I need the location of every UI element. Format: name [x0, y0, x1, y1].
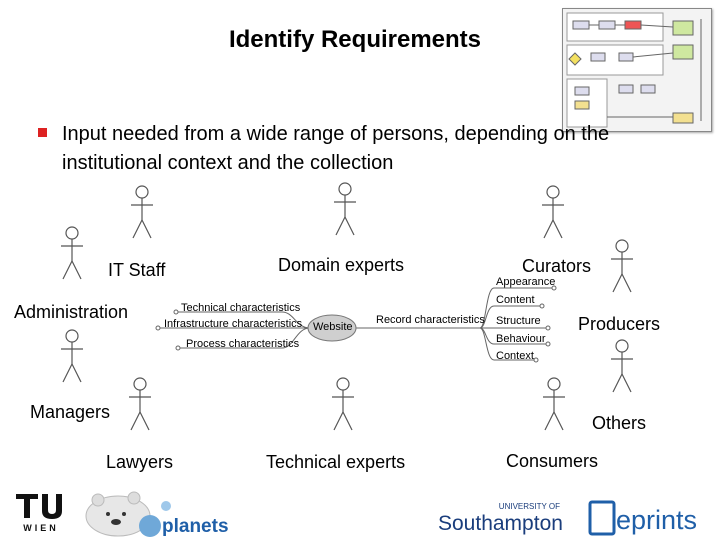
slide-title: Identify Requirements [228, 26, 482, 53]
mindmap-right-item: Appearance [496, 276, 556, 288]
eprints-logo-graphic: eprints [588, 500, 697, 536]
southampton-logo-graphic: UNIVERSITY OF Southampton [438, 502, 563, 535]
mindmap-left-branches [155, 309, 311, 351]
actor-technical-experts-icon [331, 377, 355, 431]
actor-domain-experts-icon [333, 182, 357, 236]
actor-label-consumers: Consumers [506, 451, 599, 471]
actor-label-others: Others [592, 413, 647, 433]
planets-logo: planets [84, 488, 240, 538]
mindmap-left-item: Infrastructure characteristics [164, 318, 303, 330]
actor-label-curators: Curators [522, 256, 592, 276]
eprints-logo-text: eprints [616, 505, 697, 535]
actor-others-icon [610, 339, 634, 393]
mindmap-right-item: Context [496, 350, 534, 362]
southampton-logo-small-text: UNIVERSITY OF [499, 502, 560, 511]
tu-wien-logo: WIEN [12, 492, 70, 534]
mindmap-right-item: Content [496, 294, 535, 306]
actor-administration-icon [60, 226, 84, 280]
actor-consumers-icon [542, 377, 566, 431]
actor-label-domain-experts: Domain experts [278, 255, 405, 275]
eprints-logo: eprints [588, 496, 700, 538]
actor-it-staff-icon [130, 185, 154, 239]
actor-curators-icon [541, 185, 565, 239]
bullet-text: Input needed from a wide range of person… [62, 123, 610, 174]
mindmap-left-item: Process characteristics [186, 338, 300, 350]
actor-managers-icon [60, 329, 84, 383]
planets-logo-graphic: planets [85, 491, 229, 537]
actor-lawyers-icon [128, 377, 152, 431]
southampton-logo-text: Southampton [438, 512, 563, 535]
actor-label-technical-experts: Technical experts [266, 452, 406, 472]
workflow-thumbnail-graphic [566, 12, 702, 128]
workflow-thumbnail [562, 8, 712, 132]
mindmap-center-node [307, 314, 357, 342]
bullet-square-icon [38, 128, 47, 137]
mindmap-right-item: Structure [496, 315, 541, 327]
actor-label-managers: Managers [30, 402, 111, 422]
actor-producers-icon [610, 239, 634, 293]
actor-label-producers: Producers [578, 314, 661, 334]
actor-label-it-staff: IT Staff [108, 260, 166, 280]
planets-logo-text: planets [162, 516, 229, 537]
actor-label-lawyers: Lawyers [106, 452, 174, 472]
tu-wien-logo-graphic: WIEN [12, 492, 70, 534]
mindmap-right-item: Behaviour [496, 333, 546, 345]
mindmap-right-main: Record characteristics [376, 314, 485, 326]
actor-label-administration: Administration [14, 302, 129, 322]
tu-wien-logo-text: WIEN [23, 523, 59, 533]
southampton-logo: UNIVERSITY OF Southampton [436, 498, 564, 538]
mindmap-center-label: Website [313, 321, 353, 333]
mindmap-right-branches [354, 285, 557, 363]
mindmap-left-item: Technical characteristics [181, 302, 301, 314]
